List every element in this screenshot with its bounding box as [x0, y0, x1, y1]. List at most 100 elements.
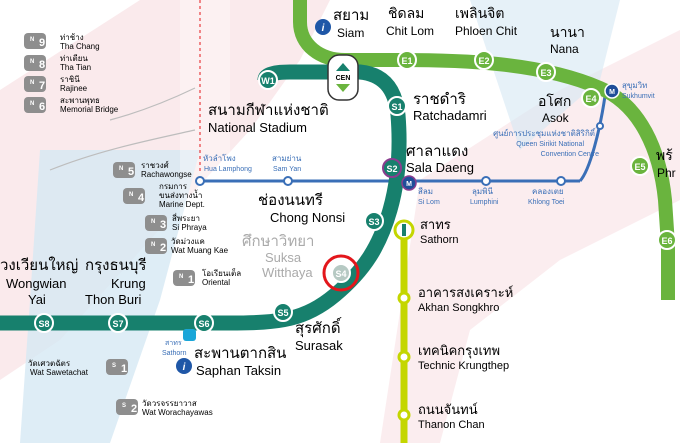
mrt-silom-marker[interactable]: M — [401, 175, 417, 191]
station-w1[interactable]: W1 สนามกีฬาแห่งชาติ National Stadium — [208, 70, 329, 135]
station-name-th: พร้ — [656, 148, 673, 164]
pier-prefix: N — [30, 80, 34, 86]
station-name-en: Siam — [337, 26, 364, 40]
station-s5[interactable]: S5 สุรศักดิ์ Surasak — [273, 302, 343, 353]
station-name-th: อโศก — [538, 93, 571, 110]
info-icon — [176, 358, 192, 374]
cen-interchange[interactable]: CEN — [327, 54, 359, 101]
info-icon: i — [322, 23, 325, 34]
pier-n4[interactable]: N 4 กรมการ ขนส่งทางน้ำ Marine Dept. — [123, 182, 205, 209]
mrt-name-en: Hua Lamphong — [204, 166, 252, 173]
station-name-th: ราชดำริ — [413, 90, 466, 108]
pier-name-th: วัดวรจรรยาวาส — [142, 399, 197, 408]
station-code: S2 — [386, 164, 397, 174]
station-e3[interactable]: E3 นานา Nana — [536, 25, 585, 82]
station-name-en: Chong Nonsi — [270, 210, 345, 225]
mrt-name-en: Sam Yan — [273, 166, 301, 173]
station-name-th: สาทร — [420, 218, 451, 233]
pier-n3[interactable]: N 3 สี่พระยา Si Phraya — [145, 212, 207, 232]
station-e4[interactable]: E4 อโศก Asok — [538, 88, 601, 125]
pier-number: 5 — [128, 166, 134, 178]
station-code: S1 — [391, 102, 402, 112]
station-name-en: National Stadium — [208, 120, 307, 135]
pier-prefix: N — [151, 219, 155, 225]
pier-number: 7 — [39, 80, 45, 92]
metro-icon: M — [609, 89, 615, 96]
pier-name-en: Si Phraya — [172, 223, 207, 232]
station-name-en: Asok — [542, 111, 570, 125]
pier-connectors — [49, 87, 196, 171]
station-name-en: Nana — [550, 42, 579, 56]
landmark-name-en: Queen Sirikit National — [516, 141, 584, 148]
station-s1[interactable]: S1 ราชดำริ Ratchadamri — [387, 90, 487, 123]
station-s8[interactable]: S8 วงเวียนใหญ่ Wongwian Yai — [0, 256, 78, 333]
pier-number: 2 — [160, 242, 166, 254]
station-s4[interactable]: S4 ศึกษาวิทยา Suksa Witthaya — [242, 232, 360, 292]
pier-n8[interactable]: N 8 ท่าเตียน Tha Tian — [24, 54, 91, 72]
gold-stop-thanon-chan[interactable]: ถนนจันทน์ Thanon Chan — [397, 402, 485, 431]
gold-stop-technic-krungthep[interactable]: เทคนิคกรุงเทพ Technic Krungthep — [397, 344, 509, 372]
pier-number: 1 — [188, 274, 194, 286]
station-name-en: Sala Daeng — [406, 160, 474, 175]
station-e5[interactable]: E5 พร้ Phr — [630, 148, 676, 180]
pier-n6[interactable]: N 6 สะพานพุทธ Memorial Bridge — [24, 96, 119, 114]
station-siam[interactable]: i สยาม Siam — [315, 6, 369, 40]
highlight-ring — [322, 254, 360, 292]
mrt-sukhumvit-marker[interactable]: M สุขุมวิท Sukhumvit — [604, 81, 655, 100]
station-e2[interactable]: E2 เพลินจิต Phloen Chit — [455, 6, 518, 70]
station-s7[interactable]: S7 กรุงธนบุรี Krung Thon Buri — [85, 256, 146, 333]
mrt-name-th: คลองเตย — [532, 187, 564, 196]
mrt-stop-hua-lamphong[interactable]: หัวลำโพง Hua Lamphong — [195, 153, 252, 186]
pier-name-en: Wat Muang Kae — [171, 246, 229, 255]
mrt-name-th: ลุมพินี — [472, 187, 493, 196]
pier-n9[interactable]: N 9 ท่าช้าง Tha Chang — [24, 33, 100, 51]
mrt-stop-lumphini[interactable]: ลุมพินี Lumphini — [470, 176, 499, 206]
mrt-stop-khlong-toei[interactable]: คลองเตย Khlong Toei — [528, 176, 566, 206]
pier-n2[interactable]: N 2 วัดม่วงแค Wat Muang Kae — [145, 237, 229, 255]
station-name-en: Technic Krungthep — [418, 360, 509, 372]
station-name-th: นานา — [550, 25, 585, 41]
pier-number: 9 — [39, 37, 45, 49]
mrt-name-en: Si Lom — [418, 199, 440, 206]
station-e6[interactable]: E6 — [657, 230, 677, 250]
station-s2[interactable]: S2 ศาลาแดง Sala Daeng — [382, 142, 474, 178]
station-s3[interactable]: S3 ช่องนนทรี Chong Nonsi — [258, 191, 384, 231]
pier-name-en: Rachawongse — [141, 170, 192, 179]
station-name-th: สะพานตากสิน — [194, 344, 286, 362]
pier-number: 6 — [39, 101, 45, 113]
station-name-th: กรุงธนบุรี — [85, 256, 146, 275]
pier-prefix: N — [179, 274, 183, 280]
station-name-en: Chit Lom — [386, 24, 434, 38]
pier-name-en: Wat Worachayawas — [142, 408, 213, 417]
gold-stop-sathorn[interactable]: สาทร Sathorn — [393, 218, 459, 246]
pier-name-th: สี่พระยา — [172, 212, 200, 223]
pier-n1[interactable]: N 1 โอเรียนเต็ล Oriental — [173, 268, 241, 287]
station-name-en: Akhan Songkhro — [418, 302, 499, 314]
pier-s1[interactable]: S 1 วัดเศวตฉัตร Wat Sawetachat — [28, 359, 128, 377]
metro-icon: M — [406, 181, 412, 188]
mrt-name-en: Khlong Toei — [528, 199, 565, 206]
pier-name-th: ขนส่งทางน้ำ — [159, 189, 202, 200]
pier-name-th: วัดม่วงแค — [171, 237, 205, 246]
station-code: E3 — [540, 68, 551, 78]
svg-text:i: i — [183, 362, 186, 373]
mrt-stop-sam-yan[interactable]: สามย่าน Sam Yan — [272, 154, 302, 186]
station-name-th: วงเวียนใหญ่ — [0, 256, 78, 274]
pier-n5[interactable]: N 5 ราชวงศ์ Rachawongse — [113, 160, 192, 179]
gold-stop-akhan-songkhro[interactable]: อาคารสงเคราะห์ Akhan Songkhro — [397, 285, 513, 314]
pier-name-en: Tha Tian — [60, 63, 91, 72]
pier-name-th: วัดเศวตฉัตร — [28, 359, 71, 368]
mrt-stop-si-lom[interactable]: สีลม Si Lom — [418, 187, 440, 206]
landmark-qsncc: ศูนย์การประชุมแห่งชาติสิริกิติ์ Queen Si… — [493, 122, 604, 158]
pier-name-th: สาทร — [165, 339, 182, 347]
station-e1[interactable]: E1 ชิดลม Chit Lom — [386, 6, 434, 70]
pier-prefix: N — [129, 192, 133, 198]
pier-name-th: ราชินี — [60, 75, 80, 84]
pier-s2[interactable]: S 2 วัดวรจรรยาวาส Wat Worachayawas — [116, 399, 213, 417]
pier-number: 3 — [160, 219, 166, 231]
station-s6[interactable]: S6 สาทร Sathorn i สะพานตากสิน Saphan Tak… — [162, 313, 286, 378]
station-code: E6 — [661, 236, 672, 246]
pier-prefix: S — [112, 363, 116, 369]
pier-n7[interactable]: N 7 ราชินี Rajinee — [24, 75, 88, 93]
